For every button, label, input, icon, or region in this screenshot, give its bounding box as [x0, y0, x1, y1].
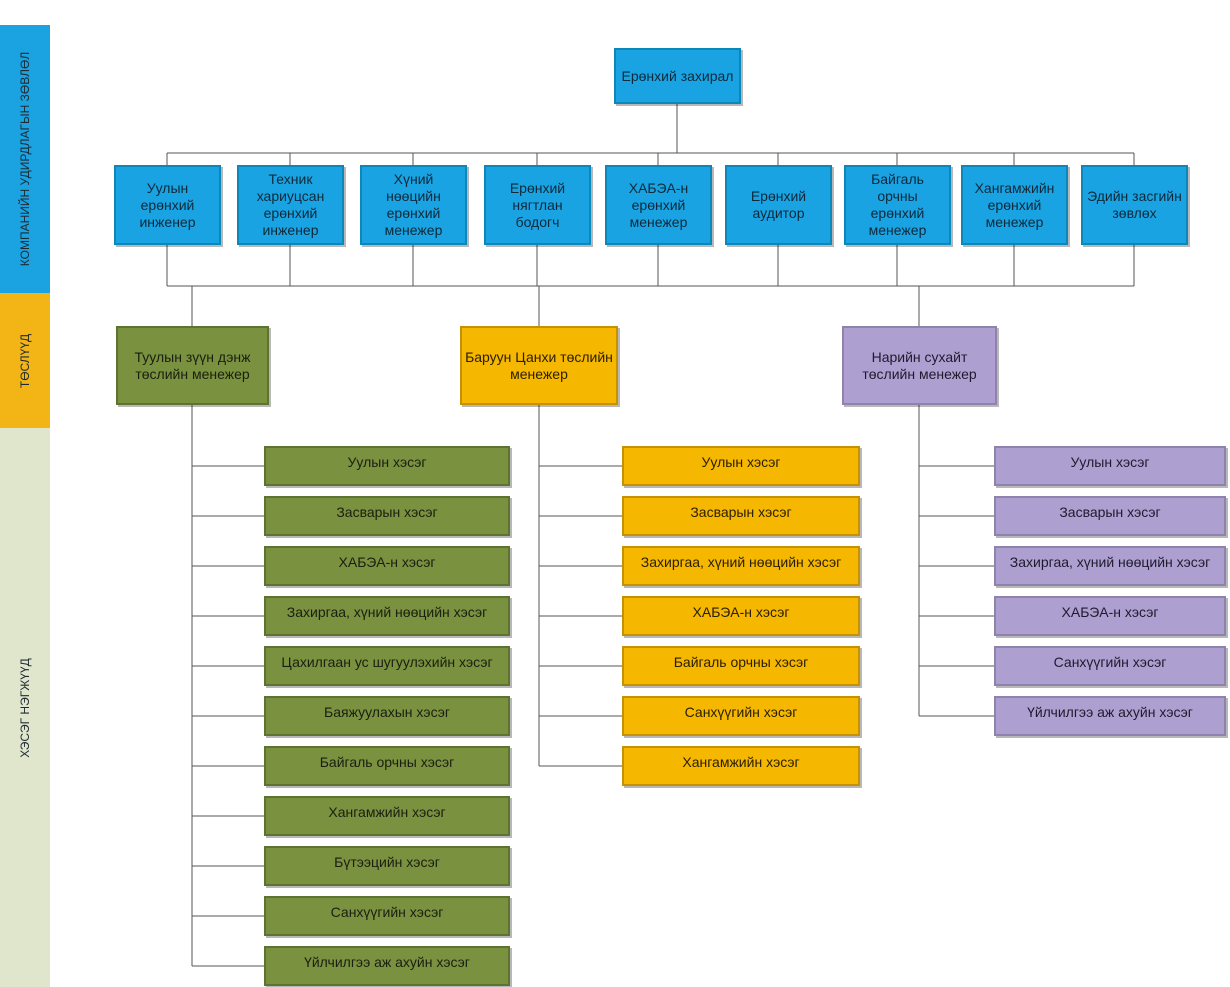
- unit-box[interactable]: Засварын хэсэг: [994, 496, 1226, 536]
- unit-box[interactable]: Уулын хэсэг: [622, 446, 860, 486]
- unit-label: Засварын хэсэг: [1059, 504, 1161, 520]
- band-units: ХЭСЭГ НЭГЖҮҮД: [0, 428, 50, 987]
- executive-box-supply-general-manager[interactable]: Хангамжийн ерөнхий менежер: [961, 165, 1068, 245]
- executive-box-environment-general-manager[interactable]: Байгаль орчны ерөнхий менежер: [844, 165, 951, 245]
- unit-label: Уулын хэсэг: [347, 454, 427, 470]
- band-board: КОМПАНИЙН УДИРДЛАГЫН ЗӨВЛӨЛ: [0, 25, 50, 293]
- unit-label: Санхүүгийн хэсэг: [330, 904, 444, 920]
- unit-box[interactable]: Байгаль орчны хэсэг: [622, 646, 860, 686]
- unit-label: Захиргаа, хүний нөөцийн хэсэг: [640, 554, 842, 570]
- executive-box-economic-advisor[interactable]: Эдийн засгийн зөвлөх: [1081, 165, 1188, 245]
- unit-box[interactable]: Захиргаа, хүний нөөцийн хэсэг: [264, 596, 510, 636]
- executive-box-chief-auditor[interactable]: Ерөнхий аудитор: [725, 165, 832, 245]
- general-director-label: Ерөнхий захирал: [621, 67, 734, 84]
- executive-label: Уулын ерөнхий инженер: [139, 179, 196, 230]
- unit-box[interactable]: Засварын хэсэг: [264, 496, 510, 536]
- unit-label: Үйлчилгээ аж ахуйн хэсэг: [304, 954, 470, 970]
- band-projects: ТӨСЛҮҮД: [0, 293, 50, 428]
- executive-label: Хангамжийн ерөнхий менежер: [974, 179, 1055, 230]
- project-manager-box-baruun-tsankhi[interactable]: Баруун Цанхи төслийн менежер: [460, 326, 618, 405]
- unit-label: Засварын хэсэг: [690, 504, 792, 520]
- unit-label: Захиргаа, хүний нөөцийн хэсэг: [1009, 554, 1211, 570]
- unit-box[interactable]: Баяжуулахын хэсэг: [264, 696, 510, 736]
- band-board-label: КОМПАНИЙН УДИРДЛАГЫН ЗӨВЛӨЛ: [18, 51, 32, 267]
- unit-label: Санхүүгийн хэсэг: [684, 704, 798, 720]
- unit-box[interactable]: Захиргаа, хүний нөөцийн хэсэг: [994, 546, 1226, 586]
- executive-label: Ерөнхий нягтлан бодогч: [509, 179, 566, 230]
- unit-label: Захиргаа, хүний нөөцийн хэсэг: [286, 604, 488, 620]
- project-manager-label: Нарийн сухайт төслийн менежер: [862, 348, 977, 382]
- executive-box-chief-technical-engineer[interactable]: Техник хариуцсан ерөнхий инженер: [237, 165, 344, 245]
- unit-label: Үйлчилгээ аж ахуйн хэсэг: [1027, 704, 1193, 720]
- unit-box[interactable]: Санхүүгийн хэсэг: [622, 696, 860, 736]
- executive-box-hse-general-manager[interactable]: ХАБЭА-н ерөнхий менежер: [605, 165, 712, 245]
- unit-label: Санхүүгийн хэсэг: [1053, 654, 1167, 670]
- unit-box[interactable]: Хангамжийн хэсэг: [264, 796, 510, 836]
- unit-box[interactable]: ХАБЭА-н хэсэг: [622, 596, 860, 636]
- unit-box[interactable]: Уулын хэсэг: [994, 446, 1226, 486]
- unit-label: Бүтээцийн хэсэг: [334, 854, 440, 870]
- unit-box[interactable]: Захиргаа, хүний нөөцийн хэсэг: [622, 546, 860, 586]
- unit-label: Байгаль орчны хэсэг: [673, 654, 809, 670]
- unit-label: ХАБЭА-н хэсэг: [692, 604, 790, 620]
- unit-label: Баяжуулахын хэсэг: [324, 704, 450, 720]
- unit-box[interactable]: Засварын хэсэг: [622, 496, 860, 536]
- unit-box[interactable]: Үйлчилгээ аж ахуйн хэсэг: [264, 946, 510, 986]
- unit-label: Хангамжийн хэсэг: [328, 804, 446, 820]
- unit-label: Байгаль орчны хэсэг: [319, 754, 455, 770]
- executive-label: Хүний нөөцийн ерөнхий менежер: [384, 171, 443, 238]
- project-manager-label: Туулын зүүн дэнж төслийн менежер: [134, 348, 251, 382]
- executive-label: Ерөнхий аудитор: [750, 188, 807, 221]
- unit-label: ХАБЭА-н хэсэг: [1061, 604, 1159, 620]
- executive-label: Техник хариуцсан ерөнхий инженер: [256, 171, 325, 238]
- unit-box[interactable]: Байгаль орчны хэсэг: [264, 746, 510, 786]
- executive-box-chief-mining-engineer[interactable]: Уулын ерөнхий инженер: [114, 165, 221, 245]
- unit-box[interactable]: Санхүүгийн хэсэг: [994, 646, 1226, 686]
- unit-label: Засварын хэсэг: [336, 504, 438, 520]
- unit-label: ХАБЭА-н хэсэг: [338, 554, 436, 570]
- unit-box[interactable]: Уулын хэсэг: [264, 446, 510, 486]
- band-projects-label: ТӨСЛҮҮД: [18, 333, 32, 388]
- executive-box-hr-general-manager[interactable]: Хүний нөөцийн ерөнхий менежер: [360, 165, 467, 245]
- band-units-label: ХЭСЭГ НЭГЖҮҮД: [18, 657, 32, 758]
- unit-box[interactable]: Бүтээцийн хэсэг: [264, 846, 510, 886]
- unit-box[interactable]: Хангамжийн хэсэг: [622, 746, 860, 786]
- project-manager-box-nariin-sukhait[interactable]: Нарийн сухайт төслийн менежер: [842, 326, 997, 405]
- unit-label: Уулын хэсэг: [1070, 454, 1150, 470]
- unit-box[interactable]: ХАБЭА-н хэсэг: [264, 546, 510, 586]
- general-director-box[interactable]: Ерөнхий захирал: [614, 48, 741, 104]
- project-manager-label: Баруун Цанхи төслийн менежер: [465, 348, 613, 382]
- executive-label: ХАБЭА-н ерөнхий менежер: [628, 179, 689, 230]
- executive-label: Байгаль орчны ерөнхий менежер: [868, 171, 927, 238]
- unit-box[interactable]: Цахилгаан ус шугуулэхийн хэсэг: [264, 646, 510, 686]
- unit-label: Цахилгаан ус шугуулэхийн хэсэг: [281, 654, 493, 670]
- executive-box-chief-accountant[interactable]: Ерөнхий нягтлан бодогч: [484, 165, 591, 245]
- executive-label: Эдийн засгийн зөвлөх: [1087, 188, 1182, 221]
- project-manager-box-tuul-east[interactable]: Туулын зүүн дэнж төслийн менежер: [116, 326, 269, 405]
- unit-label: Уулын хэсэг: [701, 454, 781, 470]
- unit-box[interactable]: ХАБЭА-н хэсэг: [994, 596, 1226, 636]
- unit-box[interactable]: Санхүүгийн хэсэг: [264, 896, 510, 936]
- unit-box[interactable]: Үйлчилгээ аж ахуйн хэсэг: [994, 696, 1226, 736]
- unit-label: Хангамжийн хэсэг: [682, 754, 800, 770]
